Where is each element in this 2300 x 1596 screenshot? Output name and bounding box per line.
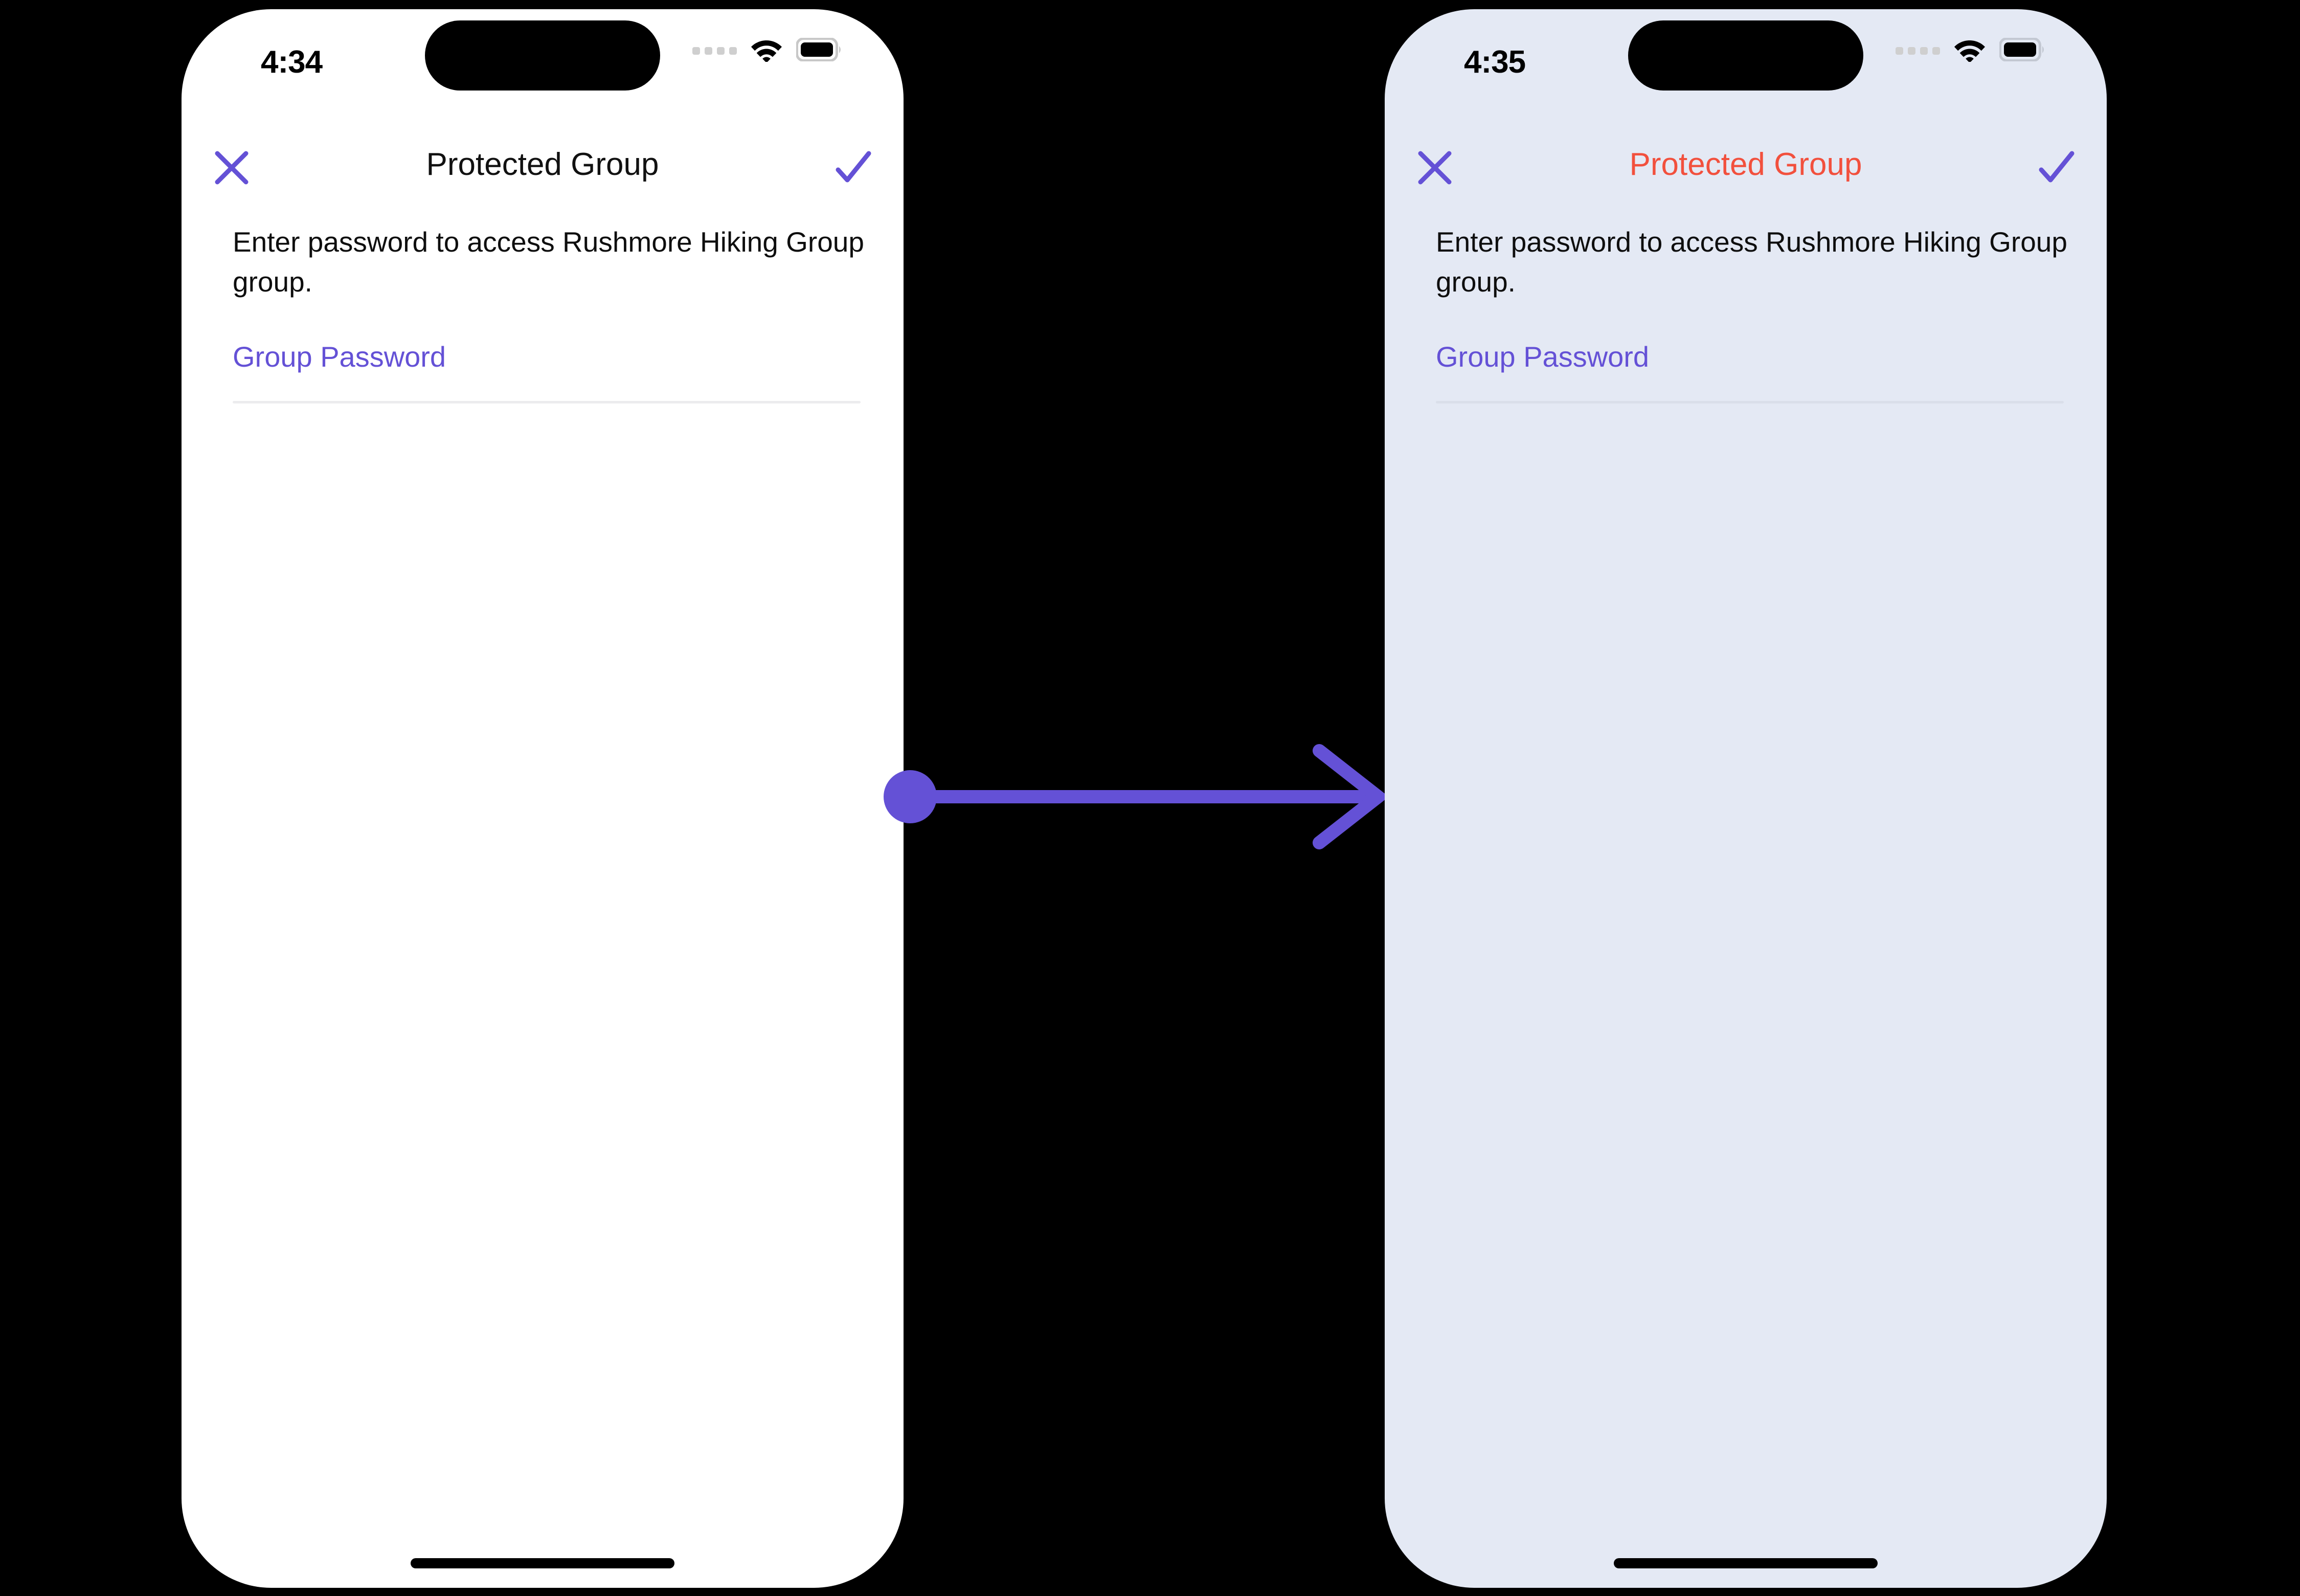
phone-screen-before: 4:34 Protected Group Enter passwor — [182, 9, 904, 1588]
battery-full-icon — [796, 37, 842, 64]
phone-screen-after: 4:35 Protected Group Enter passwor — [1385, 9, 2107, 1588]
status-bar-indicators — [692, 37, 842, 64]
field-underline — [1436, 401, 2064, 403]
home-indicator — [411, 1558, 674, 1568]
field-underline — [233, 401, 861, 403]
status-bar-clock: 4:35 — [1464, 44, 1526, 80]
group-password-label: Group Password — [233, 341, 446, 373]
battery-full-icon — [1999, 37, 2045, 64]
home-indicator — [1614, 1558, 1878, 1568]
checkmark-icon[interactable] — [831, 145, 875, 189]
group-password-field[interactable]: Group Password — [233, 343, 861, 403]
screen-content: Enter password to access Rushmore Hiking… — [1385, 201, 2107, 1588]
description-text: Enter password to access Rushmore Hiking… — [233, 226, 864, 298]
status-bar-clock: 4:34 — [261, 44, 323, 80]
dynamic-island — [425, 20, 660, 91]
status-bar-indicators — [1896, 37, 2045, 64]
transition-arrow-icon — [869, 731, 1401, 864]
navigation-bar: Protected Group — [1385, 135, 2107, 201]
checkmark-icon[interactable] — [2034, 145, 2078, 189]
page-title: Protected Group — [426, 147, 659, 182]
navigation-bar: Protected Group — [182, 135, 904, 201]
description-text: Enter password to access Rushmore Hiking… — [1436, 226, 2067, 298]
group-password-label: Group Password — [1436, 341, 1650, 373]
signal-dots-icon — [692, 47, 737, 55]
close-x-icon[interactable] — [1415, 148, 1454, 187]
status-bar: 4:35 — [1385, 9, 2107, 119]
close-x-icon[interactable] — [212, 148, 251, 187]
wifi-icon — [1953, 37, 1986, 64]
screen-content: Enter password to access Rushmore Hiking… — [182, 201, 904, 1588]
wifi-icon — [750, 37, 783, 64]
signal-dots-icon — [1896, 47, 1940, 55]
status-bar: 4:34 — [182, 9, 904, 119]
page-title: Protected Group — [1629, 147, 1862, 182]
group-password-field[interactable]: Group Password — [1436, 343, 2064, 403]
dynamic-island — [1628, 20, 1863, 91]
